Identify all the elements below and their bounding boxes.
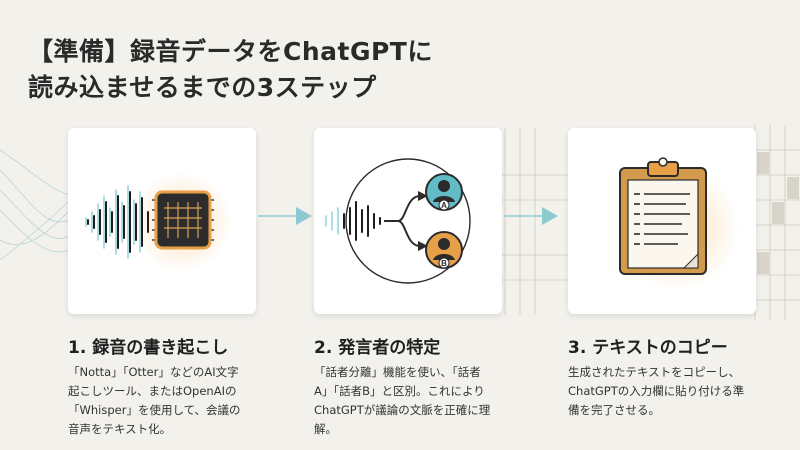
speaker-split-icon: A B	[325, 158, 471, 284]
speaker-b-avatar: B	[425, 231, 463, 269]
step3-description: 生成されたテキストをコピーし、 ChatGPTの入力欄に貼り付ける準 備を完了さ…	[568, 365, 745, 417]
clipboard-icon	[616, 157, 740, 290]
waveform-chip-icon	[85, 172, 232, 272]
step1-title: 1. 録音の書き起こし	[68, 338, 229, 358]
speaker-a-avatar: A	[425, 173, 463, 211]
step2-description: 「話者分離」機能を使い、「話者 A」「話者B」と区別。これにより ChatGPT…	[314, 365, 491, 436]
step1-card	[68, 128, 256, 314]
arrow-right-icon	[258, 207, 312, 225]
step2-title: 2. 発言者の特定	[314, 338, 441, 358]
step1-description: 「Notta」「Otter」などのAI文字 起こしツール、またはOpenAIの …	[68, 365, 241, 436]
step3-title: 3. テキストのコピー	[568, 338, 728, 358]
arrow-right-icon	[504, 207, 558, 225]
svg-text:A: A	[441, 201, 447, 210]
page-title-line2: 読み込ませるまでの3ステップ	[28, 73, 377, 102]
page-title: 【準備】録音データをChatGPTに 読み込ませるまでの3ステップ	[28, 34, 433, 106]
svg-text:B: B	[441, 259, 447, 268]
step3-card	[568, 128, 756, 314]
page-title-line1: 【準備】録音データをChatGPTに	[28, 37, 433, 66]
step2-card: A B	[314, 128, 502, 314]
